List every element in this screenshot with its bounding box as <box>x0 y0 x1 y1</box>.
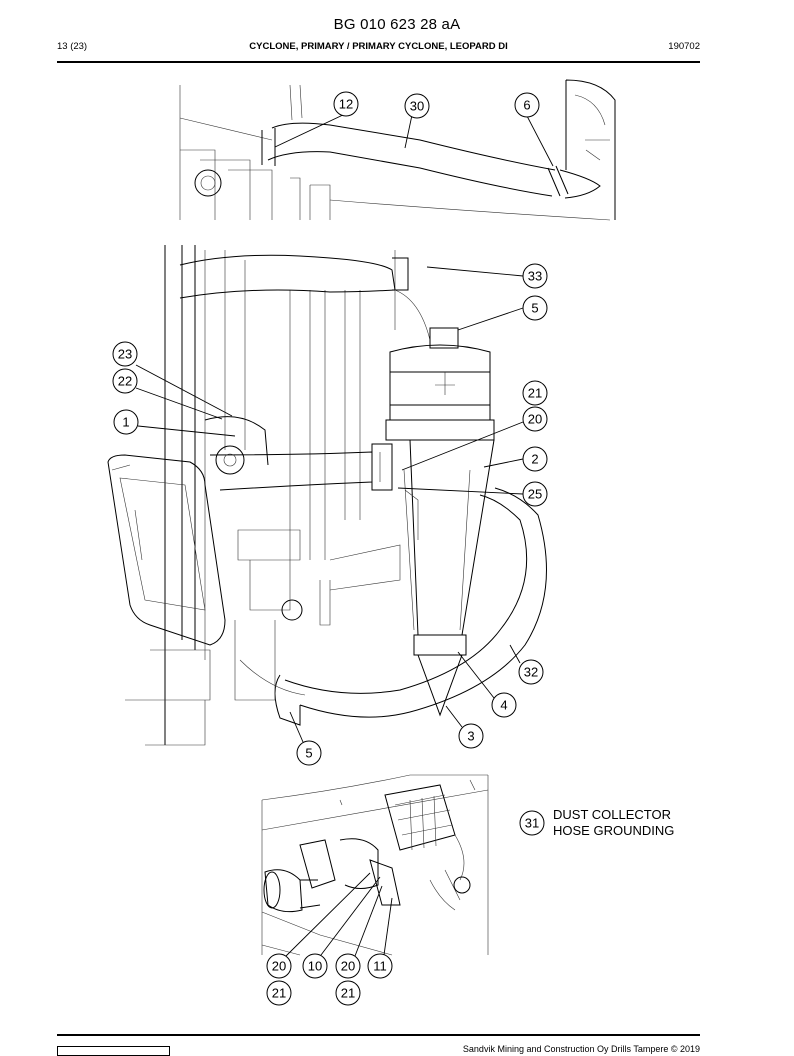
svg-text:20: 20 <box>528 412 542 427</box>
callout-4: 4 <box>491 692 517 718</box>
callout-1: 1 <box>113 409 139 435</box>
svg-text:21: 21 <box>272 986 286 1001</box>
top-view-illustration <box>179 79 616 221</box>
svg-text:3: 3 <box>467 729 474 744</box>
callout-6: 6 <box>514 92 540 118</box>
callout-25: 25 <box>522 481 548 507</box>
svg-text:25: 25 <box>528 487 542 502</box>
footer-copyright: Sandvik Mining and Construction Oy Drill… <box>462 1044 700 1054</box>
note-line-1: DUST COLLECTOR <box>553 807 671 822</box>
svg-text:5: 5 <box>531 301 538 316</box>
company-logo <box>57 1046 170 1056</box>
svg-text:21: 21 <box>528 386 542 401</box>
callout-20-main: 20 <box>522 406 548 432</box>
callout-5-lower: 5 <box>296 740 322 766</box>
svg-text:12: 12 <box>339 97 353 112</box>
callout-3: 3 <box>458 723 484 749</box>
svg-text:21: 21 <box>341 986 355 1001</box>
callout-31: 31 <box>519 810 545 836</box>
header-rule <box>57 61 700 63</box>
callout-11: 11 <box>367 953 393 979</box>
svg-text:4: 4 <box>500 698 507 713</box>
svg-text:23: 23 <box>118 347 132 362</box>
page-title: CYCLONE, PRIMARY / PRIMARY CYCLONE, LEOP… <box>249 41 508 52</box>
svg-text:22: 22 <box>118 374 132 389</box>
svg-text:10: 10 <box>308 959 322 974</box>
document-number: BG 010 623 28 aA <box>333 16 461 33</box>
callout-21-detail-a: 21 <box>266 980 292 1006</box>
note-line-2: HOSE GROUNDING <box>553 823 675 838</box>
callout-32: 32 <box>518 659 544 685</box>
callout-10: 10 <box>302 953 328 979</box>
footer-rule <box>57 1034 700 1036</box>
svg-text:5: 5 <box>305 746 312 761</box>
revision-date: 190702 <box>668 41 700 52</box>
main-view-illustration <box>107 245 547 746</box>
callout-22: 22 <box>112 368 138 394</box>
callout-20-detail-b: 20 <box>335 953 361 979</box>
callout-21-detail-b: 21 <box>335 980 361 1006</box>
callout-12: 12 <box>333 91 359 117</box>
svg-text:30: 30 <box>410 99 424 114</box>
callout-20-detail-a: 20 <box>266 953 292 979</box>
page-number: 13 (23) <box>57 41 88 52</box>
svg-text:20: 20 <box>272 959 286 974</box>
svg-text:20: 20 <box>341 959 355 974</box>
grounding-note: DUST COLLECTOR HOSE GROUNDING <box>553 807 674 839</box>
svg-text:32: 32 <box>524 665 538 680</box>
leader-lines <box>135 113 554 957</box>
svg-text:2: 2 <box>531 452 538 467</box>
callout-21-main: 21 <box>522 380 548 406</box>
header-row: 13 (23) CYCLONE, PRIMARY / PRIMARY CYCLO… <box>57 41 700 55</box>
svg-text:11: 11 <box>373 959 387 974</box>
svg-text:31: 31 <box>525 816 539 831</box>
svg-text:33: 33 <box>528 269 542 284</box>
detail-view-illustration <box>261 774 489 956</box>
callout-5-upper: 5 <box>522 295 548 321</box>
callout-2: 2 <box>522 446 548 472</box>
callout-33: 33 <box>522 263 548 289</box>
callout-30: 30 <box>404 93 430 119</box>
callout-23: 23 <box>112 341 138 367</box>
svg-text:1: 1 <box>122 415 129 430</box>
svg-text:6: 6 <box>523 98 530 113</box>
